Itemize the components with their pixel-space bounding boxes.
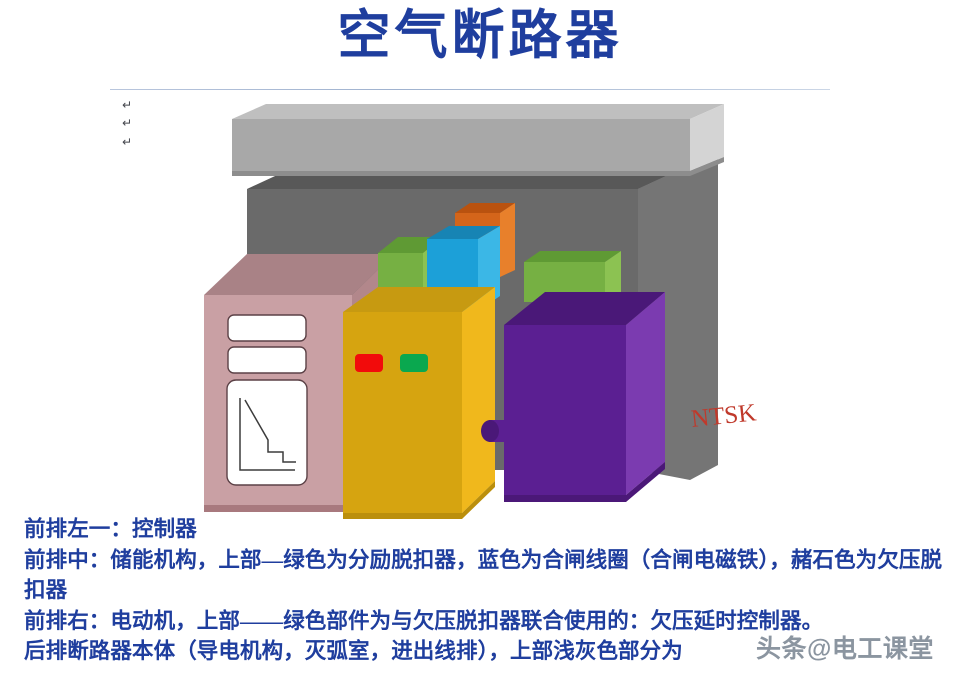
controller-trip-curve-panel <box>226 379 308 486</box>
caption-line-3: 前排右：电动机，上部——绿色部件为与欠压脱扣器联合使用的：欠压延时控制器。 <box>24 608 824 633</box>
caption-line-2: 前排中：储能机构，上部—绿色为分励脱扣器，蓝色为合闸线圈（合闸电磁铁），赭石色为… <box>24 545 954 606</box>
caption-block: 前排左一：控制器 前排中：储能机构，上部—绿色为分励脱扣器，蓝色为合闸线圈（合闸… <box>24 514 954 667</box>
page-title: 空气断路器 <box>337 7 623 65</box>
paragraph-return-icon: ↵ <box>122 98 133 112</box>
controller-display-window-middle <box>227 346 307 374</box>
breaker-illustration: NTSK <box>204 104 758 519</box>
part-top-light-gray-bar <box>232 104 724 176</box>
title-divider <box>110 89 830 90</box>
caption-line-4: 后排断路器本体（导电机构，灭弧室，进出线排），上部浅灰色部分为 <box>24 639 683 663</box>
part-energy-storage-mechanism <box>343 287 495 519</box>
part-motor <box>504 292 665 502</box>
indicator-red-icon <box>355 354 383 372</box>
ntsk-logo-text: NTSK <box>690 399 758 433</box>
part-motor-shaft <box>481 420 511 442</box>
caption-line-2b: 石色为欠压脱扣器 <box>24 547 943 603</box>
caption-line-2a: 前排中：储能机构，上部—绿色为分励脱扣器，蓝色为合闸线圈（合闸电磁铁），赭 <box>24 547 813 572</box>
trip-curve-graph <box>239 398 296 471</box>
paragraph-return-icon: ↵ <box>122 116 133 130</box>
controller-display-window-top <box>227 314 307 342</box>
indicator-green-icon <box>400 354 428 372</box>
caption-line-1: 前排左一：控制器 <box>24 517 197 541</box>
paragraph-return-icon: ↵ <box>122 135 133 149</box>
